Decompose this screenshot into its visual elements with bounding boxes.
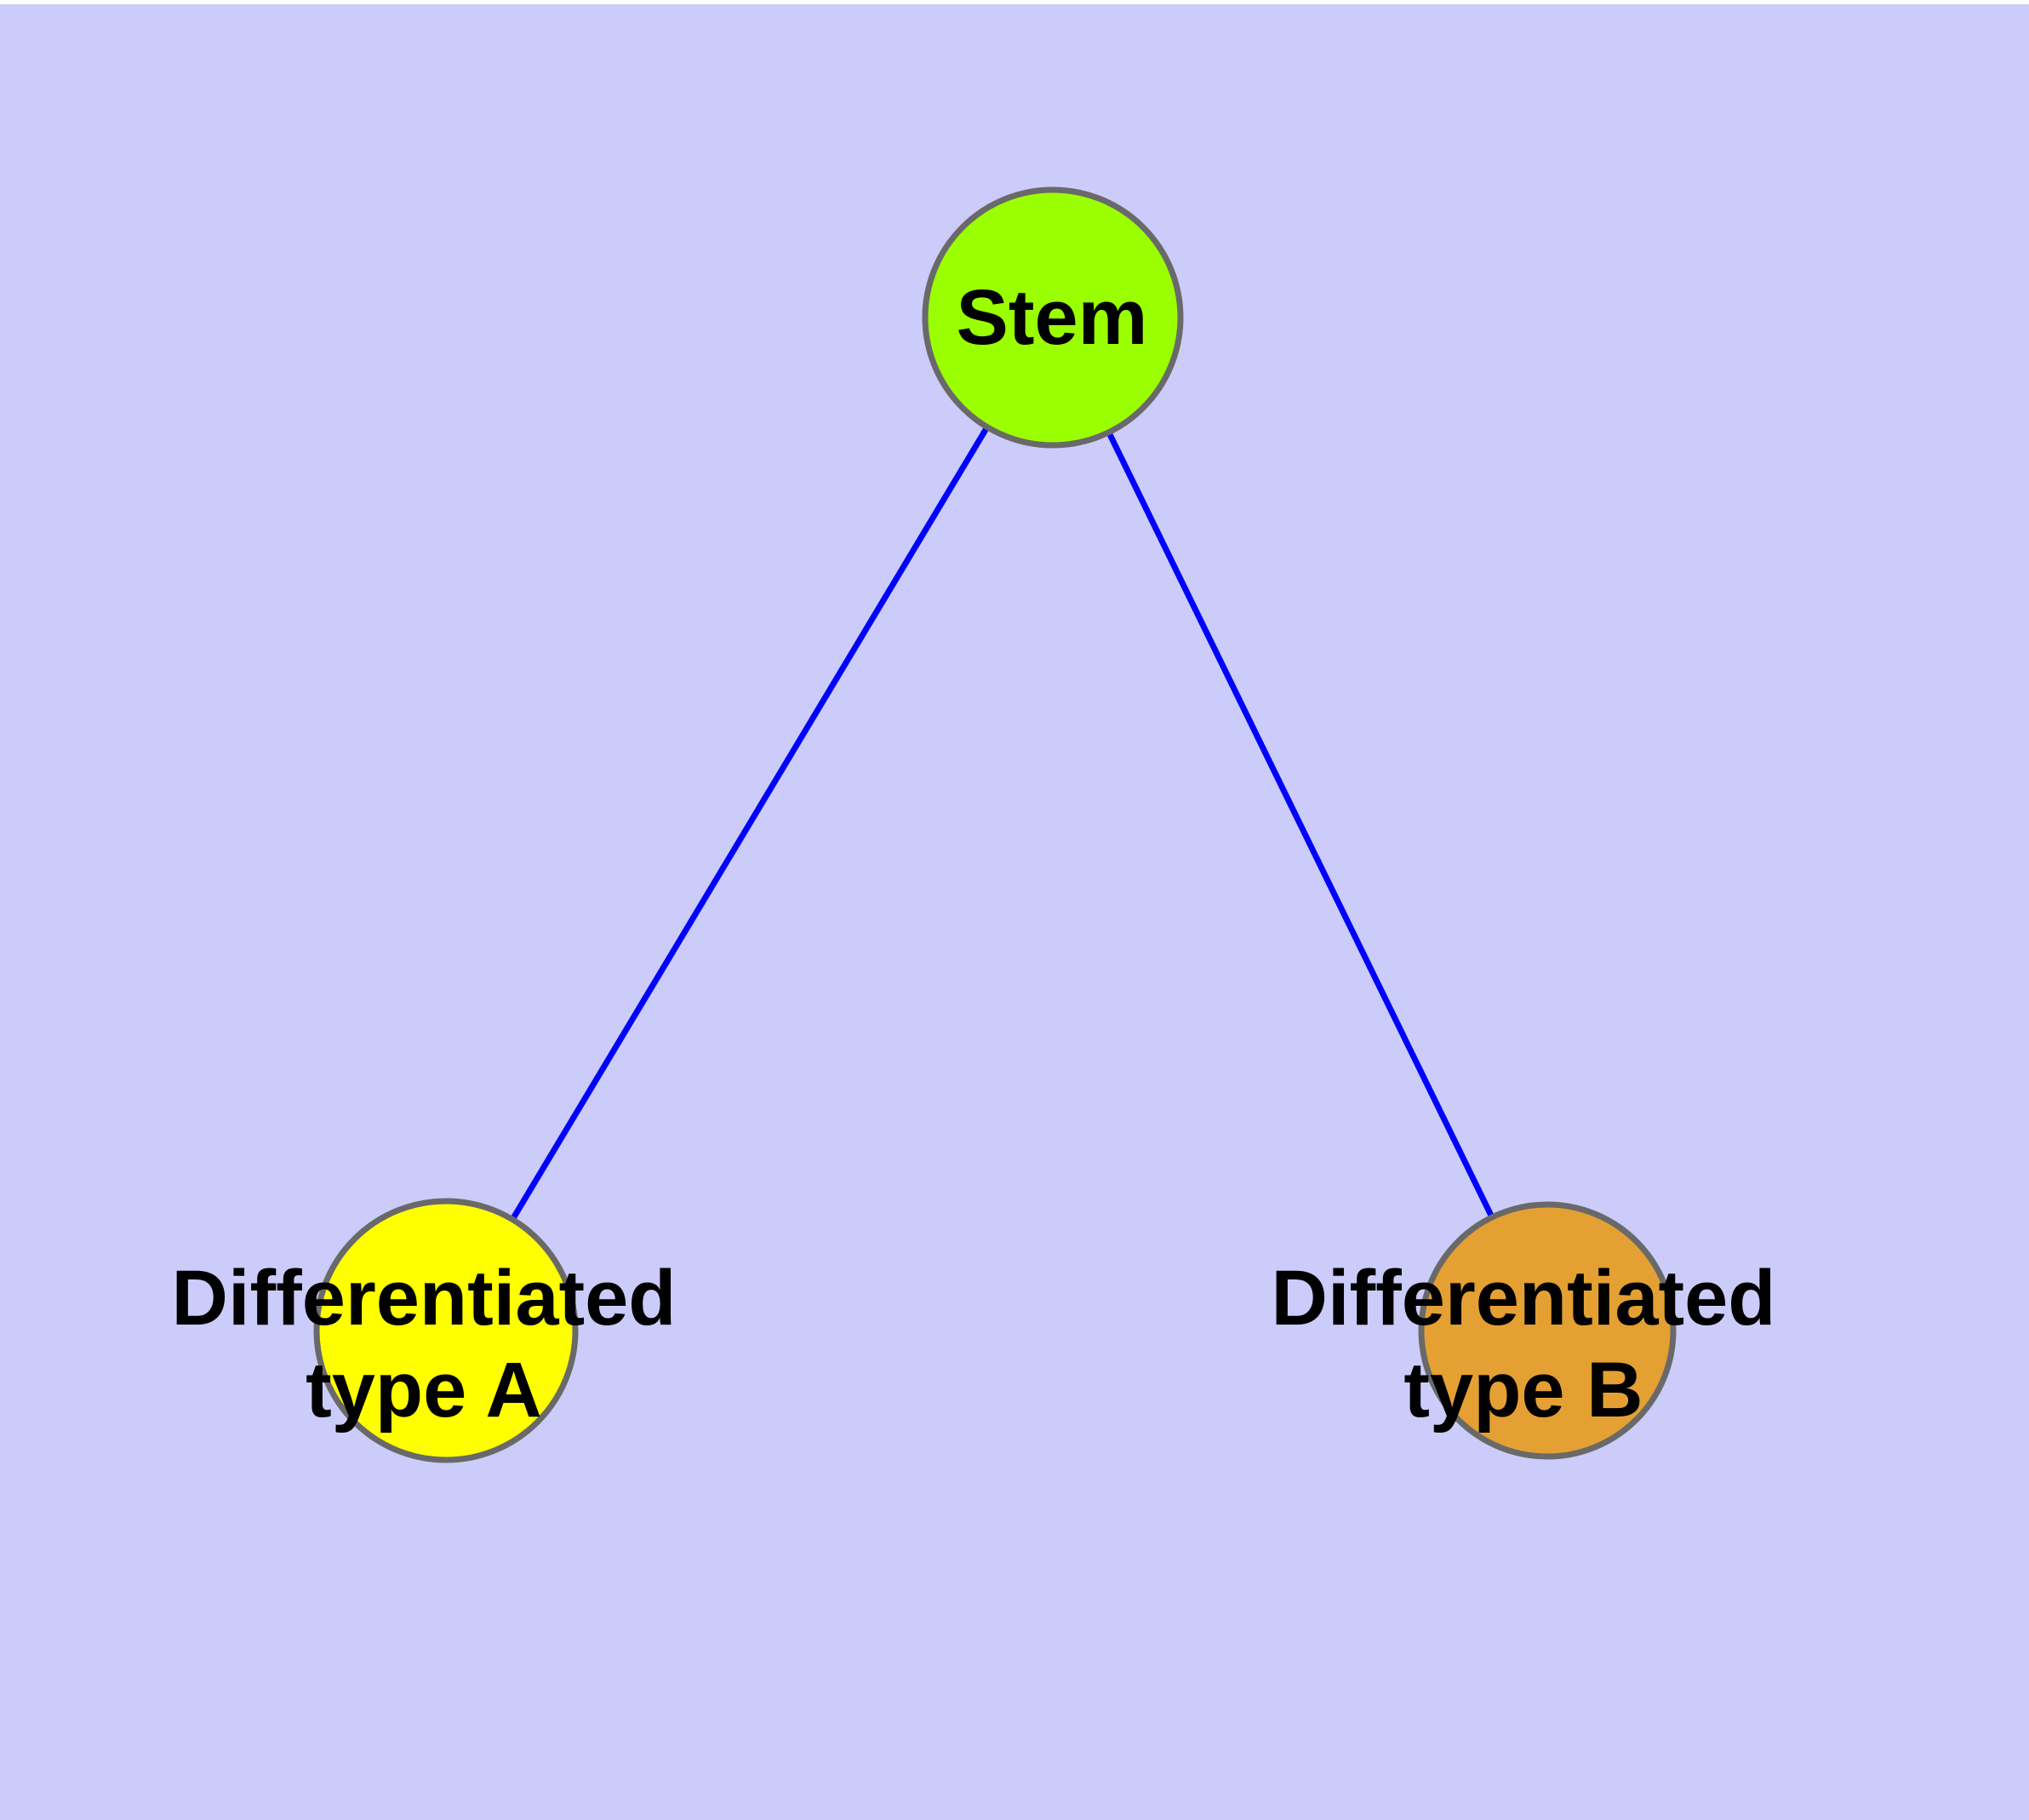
node-circle-stem[interactable] (922, 186, 1184, 449)
edge-layer (509, 424, 1496, 1223)
node-circle-diff_b[interactable] (1418, 1201, 1677, 1460)
node-label-diff_a-line1: Differentiated (172, 1255, 677, 1342)
node-label-diff_b-line2: type B (1403, 1347, 1643, 1434)
node-label-diff_a-line2: type A (306, 1347, 542, 1434)
node-label-stem-line1: Stem (957, 274, 1148, 361)
node-layer (313, 186, 1677, 1463)
edge-stem-to-diff-b (1105, 429, 1496, 1221)
node-circle-diff_a[interactable] (313, 1198, 579, 1463)
edge-stem-to-diff-a (509, 424, 991, 1223)
node-label-diff_b-line1: Differentiated (1272, 1255, 1776, 1342)
